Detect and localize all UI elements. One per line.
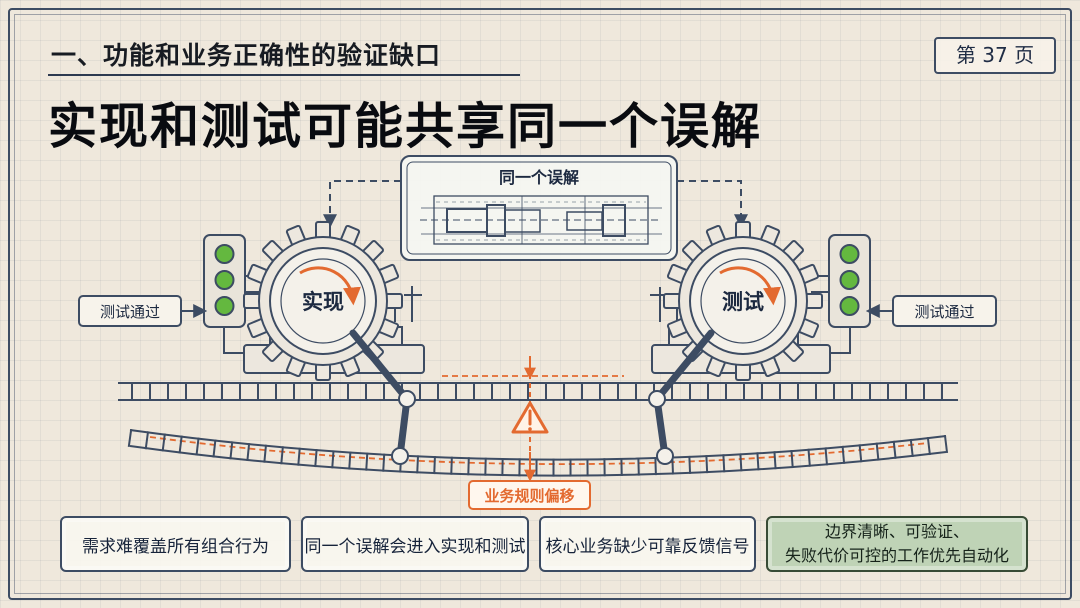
main-title: 实现和测试可能共享同一个误解 [48,98,763,155]
connecting-rods [349,329,715,460]
lower-rail-tie [467,457,470,476]
lower-rail-tie [297,447,301,466]
lower-rail-tie [790,449,794,469]
lower-rail-tie [875,442,880,461]
implementation-gear-label: 实现 [302,290,344,314]
lower-rail-tie [246,443,251,462]
shared-misunderstanding-panel: 同一个误解 [400,155,678,261]
rod-joints [391,390,674,465]
page-number: 第 37 页 [934,37,1056,74]
lower-rail-tie [705,455,709,474]
bottom-recommendation-line-2: 失败代价可控的工作优先自动化 [784,546,1009,565]
left-test-pass-callout: 测试通过 [78,295,208,327]
right-test-pass-callout: 测试通过 [865,295,997,327]
lower-rail-tie [841,445,846,464]
bottom-recommendation-line-1: 边界清晰、可验证、 [824,522,969,541]
left-traffic-light-icon [203,234,263,354]
lower-rail-tie [314,449,318,468]
shared-misunderstanding-label: 同一个误解 [499,168,579,187]
section-title-underline [48,74,520,76]
lower-rail-tie [348,451,352,470]
bottom-point-2-text: 同一个误解会进入实现和测试 [304,536,526,557]
right-test-pass-label: 测试通过 [914,303,974,321]
lower-rail-tie [892,440,897,459]
business-rule-drift-warning: 业务规则偏移 [468,356,591,510]
lower-rail-tie [739,453,743,472]
lower-rail-tie [263,444,268,463]
lower-rail-tie [195,437,200,456]
left-dashed-arrow [323,180,401,229]
lower-rail-tie [943,434,949,454]
lower-rail-tie [688,455,692,474]
lower-rail-tie [144,431,150,450]
lower-rail-track-icon [127,428,949,477]
lower-rail-tie [824,447,829,466]
lower-rail-tie [127,428,133,448]
bottom-point-1: 需求难覆盖所有组合行为 [60,516,291,572]
lower-rail-tie [212,439,217,458]
lower-rail-tie [416,455,420,474]
test-gear-label: 测试 [722,290,764,314]
lower-rail-tie [722,454,726,473]
bottom-point-3: 核心业务缺少可靠反馈信号 [539,516,756,572]
lower-rail-tie [331,450,335,469]
lower-rail-tie [773,451,777,470]
left-test-pass-label: 测试通过 [100,303,160,321]
bottom-point-3-text: 核心业务缺少可靠反馈信号 [545,536,750,557]
right-dashed-arrow [677,180,748,229]
lower-rail-tie [756,452,760,471]
lower-rail-tie [382,453,386,472]
implementation-gear-icon: 实现 [243,221,403,381]
right-traffic-light-icon [811,234,871,354]
bottom-recommendation: 边界清晰、可验证、 失败代价可控的工作优先自动化 [766,516,1028,572]
lower-rail-tie [654,457,657,476]
lower-rail-tie [178,435,183,454]
section-title: 一、功能和业务正确性的验证缺口 [51,41,442,70]
lower-rail-tie [909,438,914,458]
blueprint-icon [420,195,662,245]
lower-rail-tie [229,441,234,460]
lower-rail-tie [807,448,811,467]
lower-rail-tie [161,433,166,452]
lower-rail-tie [450,456,453,475]
bottom-point-2: 同一个误解会进入实现和测试 [301,516,529,572]
lower-rail-tie [926,436,931,456]
lower-rail-tie [280,446,284,465]
lower-rail-tie [433,456,436,475]
lower-rail-tie [365,452,369,471]
upper-rail-track-icon [118,375,958,401]
business-rule-drift-label: 业务规则偏移 [484,487,574,505]
bottom-point-1-text: 需求难覆盖所有组合行为 [82,536,269,557]
lower-rail-tie [858,444,863,463]
